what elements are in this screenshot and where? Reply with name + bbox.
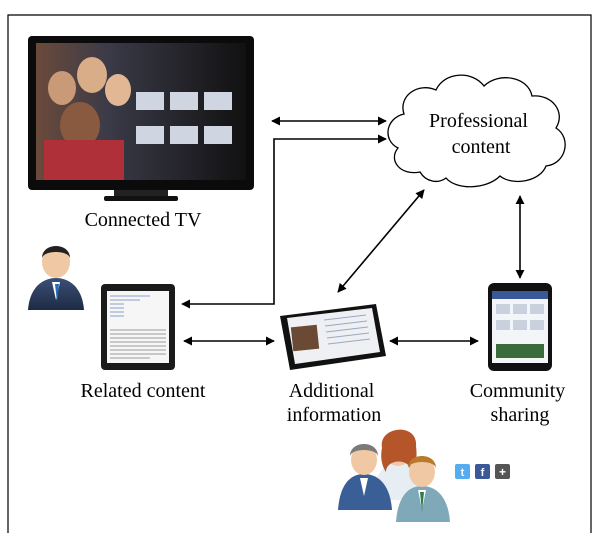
- facebook-icon[interactable]: [475, 464, 490, 479]
- edge-related-professional: [181, 134, 387, 309]
- edge-additional-professional: [337, 189, 425, 293]
- additional-information-label: Additional information: [287, 380, 381, 426]
- professional-content-label-line2: content: [452, 136, 511, 158]
- professional-content-label: Professional content: [429, 110, 533, 158]
- twitter-icon[interactable]: [455, 464, 470, 479]
- tablet-icon: [101, 284, 175, 370]
- user-icon: [28, 246, 84, 310]
- related-content-label: Related content: [81, 380, 206, 402]
- community-sharing-label-line2: sharing: [491, 404, 550, 426]
- twitter-icon-glyph: t: [461, 467, 465, 479]
- figure-frame: [7, 14, 592, 533]
- additional-information-label-line2: information: [287, 404, 381, 426]
- facebook-icon-glyph: f: [481, 467, 485, 479]
- media-tablet-icon: [280, 304, 386, 370]
- user-group-icon: [338, 429, 450, 522]
- cloud-icon: [387, 74, 566, 188]
- social-icons: t f +: [455, 464, 510, 479]
- smartphone-icon: [488, 283, 552, 371]
- connected-tv-icon: [28, 36, 254, 201]
- additional-information-label-line1: Additional: [289, 380, 375, 402]
- plus-icon-glyph: +: [499, 465, 506, 479]
- professional-content-label-line1: Professional: [429, 110, 528, 132]
- community-sharing-label: Community sharing: [470, 380, 571, 426]
- plus-icon[interactable]: [495, 464, 510, 479]
- community-sharing-label-line1: Community: [470, 380, 566, 402]
- connected-tv-label: Connected TV: [85, 209, 202, 231]
